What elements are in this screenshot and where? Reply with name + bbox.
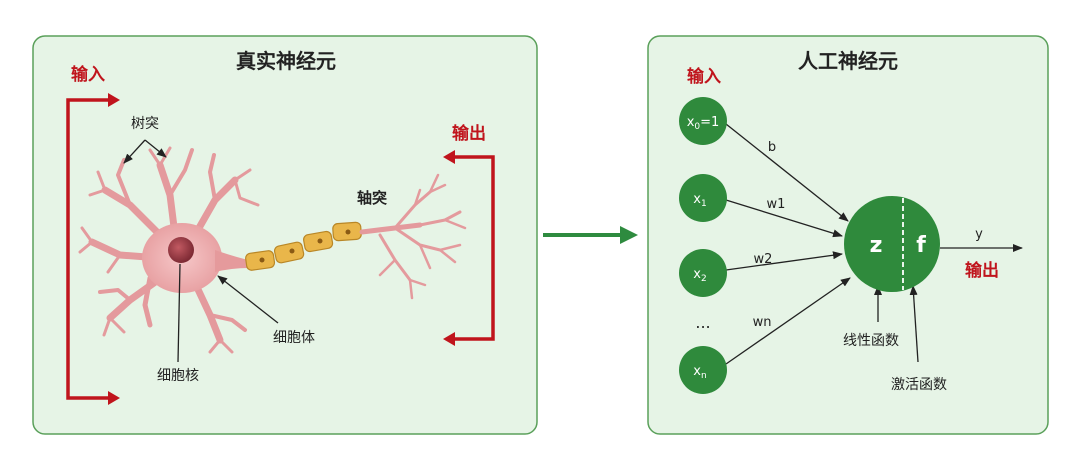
nucleus-pointer — [177, 263, 181, 363]
real-neuron-title: 真实神经元 — [236, 49, 336, 73]
real-neuron-panel-bg — [32, 35, 538, 435]
input-xn-sub: n — [701, 371, 707, 381]
weight-w2-label: w2 — [754, 252, 773, 267]
svg-text:x2: x2 — [693, 267, 706, 284]
real-input-label: 输入 — [71, 64, 105, 85]
real-output-arrow-top — [443, 150, 455, 164]
soma-label: 细胞体 — [273, 330, 315, 346]
real-output-label: 输出 — [452, 123, 486, 144]
neuron-node: z f — [844, 196, 940, 292]
dendrite-pointer-right — [144, 139, 167, 158]
artificial-input-label: 输入 — [687, 66, 721, 87]
input-x2-base: x — [693, 267, 701, 282]
artificial-neuron-title: 人工神经元 — [798, 49, 898, 73]
real-neuron-panel: 真实神经元 输入 输出 — [32, 35, 538, 435]
weight-wn-label: wn — [753, 315, 772, 330]
real-input-bracket — [66, 98, 115, 400]
nucleus — [168, 237, 194, 263]
output-y-label: y — [975, 227, 983, 242]
axon-terminals — [359, 173, 467, 300]
real-input-arrow-bottom — [108, 391, 120, 405]
edge-xn — [725, 277, 851, 365]
weight-w1-label: w1 — [767, 197, 786, 212]
svg-text:xn: xn — [693, 364, 706, 381]
neuron-illustration — [78, 146, 467, 354]
real-output-arrow-bottom — [443, 332, 455, 346]
real-input-arrow-top — [108, 93, 120, 107]
artificial-neuron-panel: 人工神经元 输入 b w1 w2 wn x0=1 x1 x2 — [647, 35, 1049, 435]
edge-x0 — [725, 123, 849, 222]
input-x0-sub: 0 — [694, 122, 700, 132]
activation-pointer — [909, 285, 919, 363]
nucleus-label: 细胞核 — [157, 368, 199, 384]
input-x2-sub: 2 — [701, 274, 707, 284]
linear-function-label: 线性函数 — [843, 333, 899, 349]
input-x1-base: x — [693, 192, 701, 207]
dendrite-label: 树突 — [131, 116, 159, 132]
input-x1-sub: 1 — [701, 199, 707, 209]
real-output-bracket — [448, 155, 495, 341]
neuron-f-label: f — [916, 233, 926, 258]
edge-x2 — [725, 251, 843, 271]
input-x0-suffix: =1 — [700, 115, 719, 130]
neuron-z-label: z — [870, 233, 883, 258]
input-xn-base: x — [693, 364, 701, 379]
svg-text:x0=1: x0=1 — [687, 115, 720, 132]
input-x0-base: x — [687, 115, 695, 130]
svg-text:x1: x1 — [693, 192, 706, 209]
dendrites — [78, 146, 260, 354]
activation-function-label: 激活函数 — [891, 376, 947, 393]
edge-x1 — [725, 199, 843, 238]
axon-label: 轴突 — [357, 189, 387, 207]
input-node-x0: x0=1 — [679, 97, 727, 145]
axon-hillock — [215, 250, 248, 272]
input-ellipsis: ... — [695, 313, 710, 332]
input-node-xn: xn — [679, 346, 727, 394]
myelin-sheath — [245, 221, 362, 271]
input-node-x1: x1 — [679, 174, 727, 222]
connections — [725, 123, 1023, 365]
weight-b-label: b — [768, 140, 776, 155]
input-node-x2: x2 — [679, 249, 727, 297]
soma-pointer — [217, 275, 279, 324]
dendrite-pointer-left — [123, 139, 146, 164]
artificial-output-label: 输出 — [965, 260, 999, 281]
